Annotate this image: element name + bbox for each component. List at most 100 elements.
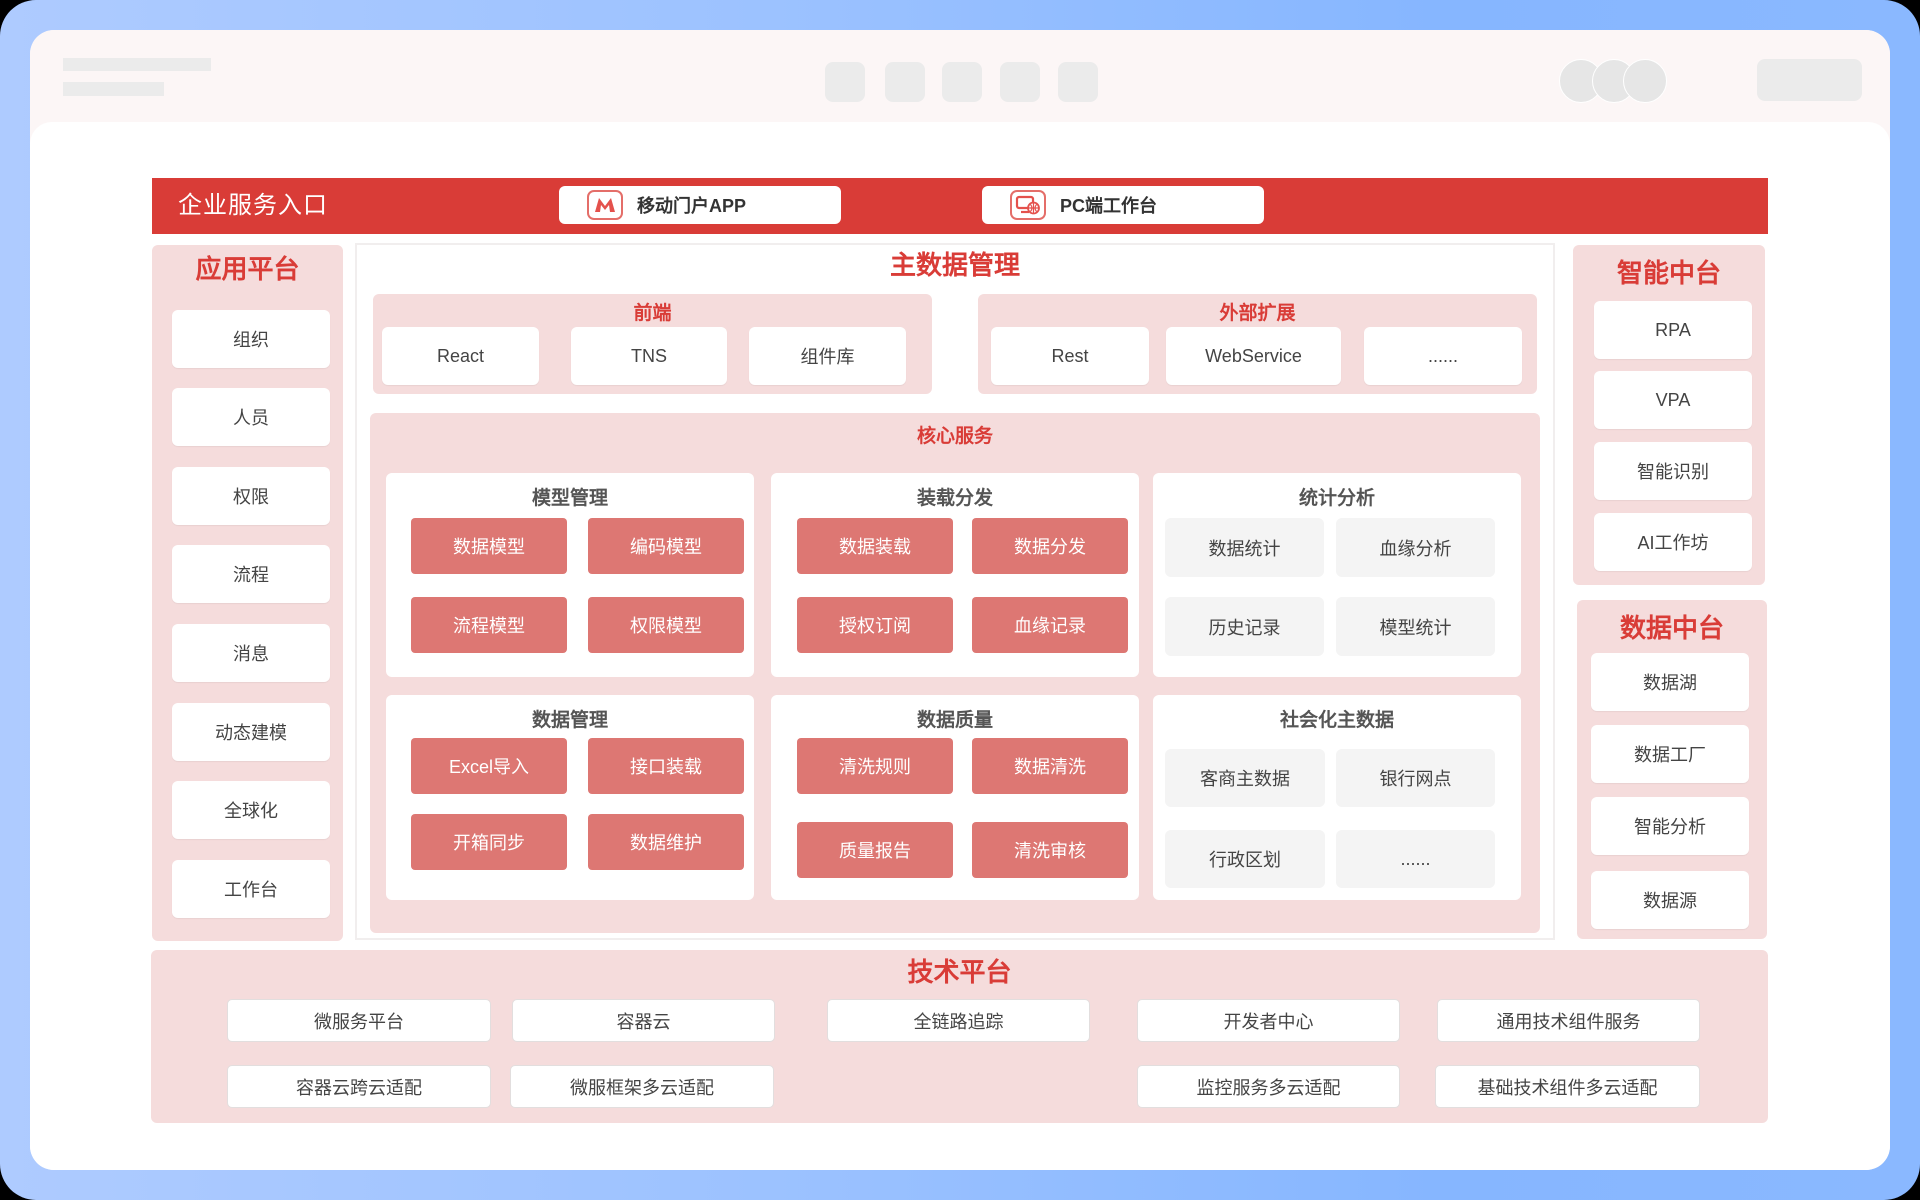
core-item[interactable]: 权限模型 xyxy=(588,597,744,653)
data-management-panel: 数据管理 Excel导入 接口装载 开箱同步 数据维护 xyxy=(386,695,754,900)
load-distribute-panel: 装载分发 数据装载 数据分发 授权订阅 血缘记录 xyxy=(771,473,1139,677)
tech-item[interactable]: 监控服务多云适配 xyxy=(1137,1065,1400,1108)
skeleton-action-button[interactable] xyxy=(1757,59,1862,101)
data-platform-column: 数据中台 数据湖 数据工厂 智能分析 数据源 xyxy=(1577,600,1767,939)
data-platform-item[interactable]: 数据源 xyxy=(1591,871,1749,929)
external-item[interactable]: Rest xyxy=(991,327,1149,385)
core-item[interactable]: 质量报告 xyxy=(797,822,953,878)
app-platform-item[interactable]: 人员 xyxy=(172,388,330,446)
core-item[interactable]: 开箱同步 xyxy=(411,814,567,870)
external-item[interactable]: WebService xyxy=(1166,327,1341,385)
top-bar-skeleton xyxy=(30,30,1890,122)
frontend-group: 前端 React TNS 组件库 xyxy=(373,294,932,394)
ai-platform-item[interactable]: VPA xyxy=(1594,371,1752,429)
pc-workbench-button[interactable]: PC端工作台 xyxy=(982,186,1264,224)
frontend-title: 前端 xyxy=(633,303,672,324)
panel-title: 模型管理 xyxy=(531,488,608,509)
app-platform-item[interactable]: 全球化 xyxy=(172,781,330,839)
statistics-analysis-panel: 统计分析 数据统计 血缘分析 历史记录 模型统计 xyxy=(1153,473,1521,677)
core-item[interactable]: Excel导入 xyxy=(411,738,567,794)
frontend-item[interactable]: 组件库 xyxy=(749,327,906,385)
skeleton-nav-button[interactable] xyxy=(1000,62,1040,102)
enterprise-entry-title: 企业服务入口 xyxy=(178,192,328,219)
skeleton-nav-button[interactable] xyxy=(942,62,982,102)
skeleton-title-bar xyxy=(63,58,211,71)
tech-item[interactable]: 基础技术组件多云适配 xyxy=(1435,1065,1700,1108)
core-item[interactable]: 数据清洗 xyxy=(972,738,1128,794)
core-item[interactable]: 银行网点 xyxy=(1336,749,1495,807)
tech-item[interactable]: 开发者中心 xyxy=(1137,999,1400,1042)
panel-title: 社会化主数据 xyxy=(1279,710,1394,731)
data-platform-item[interactable]: 数据湖 xyxy=(1591,653,1749,711)
skeleton-nav-button[interactable] xyxy=(825,62,865,102)
model-management-panel: 模型管理 数据模型 编码模型 流程模型 权限模型 xyxy=(386,473,754,677)
entry-label: PC端工作台 xyxy=(1060,196,1158,216)
frontend-item[interactable]: TNS xyxy=(571,327,727,385)
tech-item[interactable]: 微服务平台 xyxy=(227,999,491,1042)
core-service-group: 核心服务 模型管理 数据模型 编码模型 流程模型 权限模型 装载分发 数据装载 … xyxy=(370,413,1540,933)
core-item[interactable]: 模型统计 xyxy=(1336,597,1495,656)
enterprise-entry-bar xyxy=(152,178,1768,234)
core-item[interactable]: 行政区划 xyxy=(1165,830,1325,888)
core-item[interactable]: 清洗审核 xyxy=(972,822,1128,878)
app-platform-title: 应用平台 xyxy=(195,254,300,284)
skeleton-avatar[interactable] xyxy=(1623,59,1667,103)
core-item[interactable]: 血缘记录 xyxy=(972,597,1128,653)
app-platform-item[interactable]: 消息 xyxy=(172,624,330,682)
core-item[interactable]: 接口装载 xyxy=(588,738,744,794)
tech-item[interactable]: 容器云跨云适配 xyxy=(227,1065,491,1108)
data-platform-item[interactable]: 智能分析 xyxy=(1591,797,1749,855)
external-extension-title: 外部扩展 xyxy=(1219,303,1296,324)
core-item[interactable]: 编码模型 xyxy=(588,518,744,574)
panel-title: 数据管理 xyxy=(531,710,608,731)
skeleton-nav-button[interactable] xyxy=(1058,62,1098,102)
app-platform-item[interactable]: 动态建模 xyxy=(172,703,330,761)
external-item[interactable]: ...... xyxy=(1364,327,1522,385)
mobile-portal-m-icon xyxy=(587,190,623,220)
skeleton-subtitle-bar xyxy=(63,82,164,96)
core-item[interactable]: 流程模型 xyxy=(411,597,567,653)
tech-platform-title: 技术平台 xyxy=(907,957,1012,987)
app-platform-column: 应用平台 组织 人员 权限 流程 消息 动态建模 全球化 工作台 xyxy=(152,245,343,941)
tech-item[interactable]: 全链路追踪 xyxy=(827,999,1090,1042)
app-platform-item[interactable]: 组织 xyxy=(172,310,330,368)
skeleton-nav-button[interactable] xyxy=(885,62,925,102)
master-data-title: 主数据管理 xyxy=(889,250,1020,280)
core-service-title: 核心服务 xyxy=(916,426,993,447)
core-item[interactable]: 历史记录 xyxy=(1165,597,1324,656)
app-platform-item[interactable]: 流程 xyxy=(172,545,330,603)
core-item[interactable]: 清洗规则 xyxy=(797,738,953,794)
ai-platform-column: 智能中台 RPA VPA 智能识别 AI工作坊 xyxy=(1573,245,1765,585)
ai-platform-title: 智能中台 xyxy=(1616,258,1721,288)
core-item[interactable]: 数据分发 xyxy=(972,518,1128,574)
tech-platform-group: 技术平台 微服务平台 容器云 全链路追踪 开发者中心 通用技术组件服务 容器云跨… xyxy=(151,950,1768,1123)
core-item[interactable]: 数据模型 xyxy=(411,518,567,574)
social-master-data-panel: 社会化主数据 客商主数据 银行网点 行政区划 ...... xyxy=(1153,695,1521,900)
panel-title: 数据质量 xyxy=(916,710,993,731)
data-platform-item[interactable]: 数据工厂 xyxy=(1591,725,1749,783)
panel-title: 装载分发 xyxy=(916,488,993,509)
tech-item[interactable]: 通用技术组件服务 xyxy=(1437,999,1700,1042)
core-item[interactable]: 数据统计 xyxy=(1165,518,1324,577)
ai-platform-item[interactable]: RPA xyxy=(1594,301,1752,359)
app-platform-item[interactable]: 工作台 xyxy=(172,860,330,918)
ai-platform-item[interactable]: AI工作坊 xyxy=(1594,513,1752,571)
core-item[interactable]: 数据维护 xyxy=(588,814,744,870)
tech-item[interactable]: 容器云 xyxy=(512,999,775,1042)
data-platform-title: 数据中台 xyxy=(1619,613,1724,643)
frontend-item[interactable]: React xyxy=(382,327,539,385)
data-quality-panel: 数据质量 清洗规则 数据清洗 质量报告 清洗审核 xyxy=(771,695,1139,900)
pc-monitor-globe-icon xyxy=(1010,190,1046,220)
core-item[interactable]: 客商主数据 xyxy=(1165,749,1325,807)
core-item[interactable]: 数据装载 xyxy=(797,518,953,574)
tech-item[interactable]: 微服框架多云适配 xyxy=(510,1065,774,1108)
core-item[interactable]: 血缘分析 xyxy=(1336,518,1495,577)
mobile-portal-app-button[interactable]: 移动门户APP xyxy=(559,186,841,224)
ai-platform-item[interactable]: 智能识别 xyxy=(1594,442,1752,500)
app-platform-item[interactable]: 权限 xyxy=(172,467,330,525)
core-item[interactable]: ...... xyxy=(1336,830,1495,888)
panel-title: 统计分析 xyxy=(1298,488,1375,509)
external-extension-group: 外部扩展 Rest WebService ...... xyxy=(978,294,1537,394)
entry-label: 移动门户APP xyxy=(637,196,747,216)
core-item[interactable]: 授权订阅 xyxy=(797,597,953,653)
